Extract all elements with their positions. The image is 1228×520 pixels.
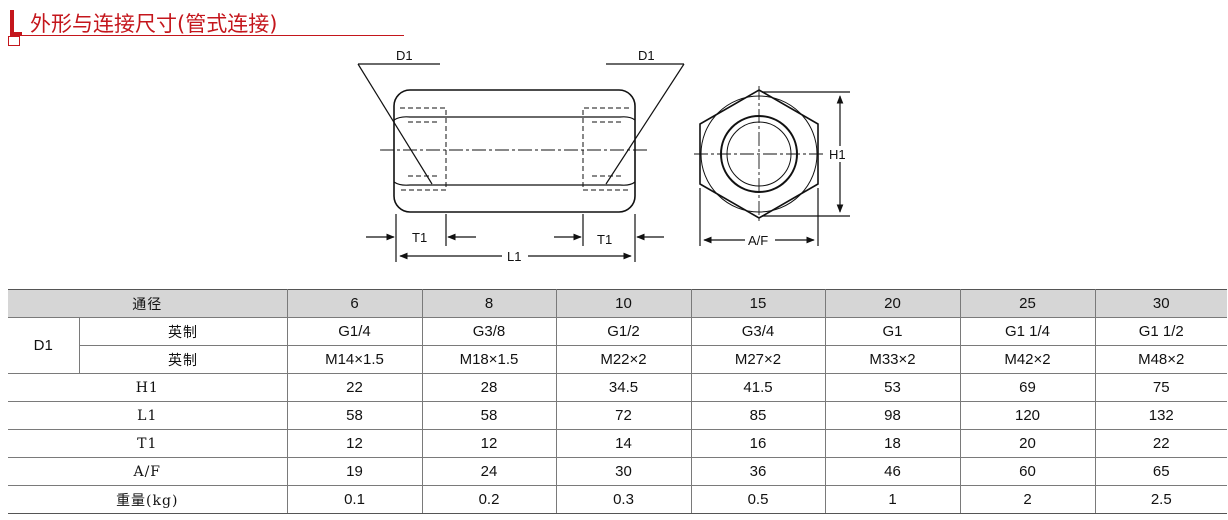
table-cell: 2.5: [1094, 485, 1227, 514]
table-header-cell: 10: [555, 289, 692, 318]
table-cell: 65: [1094, 457, 1227, 486]
table-cell: M33×2: [824, 345, 961, 374]
table-cell: G1/2: [555, 317, 692, 346]
table-cell: 98: [824, 401, 961, 430]
row-label: H1: [8, 373, 288, 402]
table-cell: 22: [286, 373, 423, 402]
section-marker-icon: [8, 10, 22, 46]
table-header-cell: 6: [286, 289, 423, 318]
table-cell: G1 1/4: [959, 317, 1096, 346]
table-cell: 58: [286, 401, 423, 430]
table-cell: 36: [690, 457, 826, 486]
table-cell: M27×2: [690, 345, 826, 374]
table-cell: M42×2: [959, 345, 1096, 374]
t1-right-label: T1: [597, 232, 612, 247]
row-label: 重量(kg): [8, 485, 288, 514]
table-cell: 41.5: [690, 373, 826, 402]
table-cell: 14: [555, 429, 692, 458]
row-label: L1: [8, 401, 288, 430]
table-cell: 19: [286, 457, 423, 486]
table-row: A/F 19 24 30 36 46 60 65: [8, 457, 1227, 486]
table-cell: 1: [824, 485, 961, 514]
table-cell: G1: [824, 317, 961, 346]
t1-left-label: T1: [412, 230, 427, 245]
dimension-drawing: D1 D1 H1 T1 T1 L1 A/F: [357, 48, 852, 264]
table-cell: M14×1.5: [286, 345, 423, 374]
table-header-cell: 20: [824, 289, 961, 318]
table-cell: 18: [824, 429, 961, 458]
table-cell: 85: [690, 401, 826, 430]
table-cell: 24: [421, 457, 557, 486]
dimensions-table: 通径 6 8 10 15 20 25 30 D1 英制 G1/4 G3/8 G1…: [8, 289, 1227, 514]
table-cell: 120: [959, 401, 1096, 430]
table-header-cell: 8: [421, 289, 557, 318]
table-cell: M22×2: [555, 345, 692, 374]
table-cell: 34.5: [555, 373, 692, 402]
h1-label: H1: [829, 147, 846, 162]
table-cell: 53: [824, 373, 961, 402]
section-underline: [22, 35, 404, 36]
row-label: T1: [8, 429, 288, 458]
af-label: A/F: [748, 233, 768, 248]
table-header-cell: 15: [690, 289, 826, 318]
table-cell: 46: [824, 457, 961, 486]
table-cell: 2: [959, 485, 1096, 514]
table-cell: G1 1/2: [1094, 317, 1227, 346]
table-cell: 0.1: [286, 485, 423, 514]
l1-label: L1: [507, 249, 521, 264]
d1-left-label: D1: [396, 48, 413, 63]
table-row: 英制 M14×1.5 M18×1.5 M22×2 M27×2 M33×2 M42…: [8, 345, 1227, 374]
table-cell: 0.5: [690, 485, 826, 514]
table-cell: 28: [421, 373, 557, 402]
d1-right-label: D1: [638, 48, 655, 63]
section-title: 外形与连接尺寸(管式连接): [30, 12, 278, 36]
table-cell: 0.2: [421, 485, 557, 514]
table-cell: 22: [1094, 429, 1227, 458]
table-cell: G1/4: [286, 317, 423, 346]
header-label-bore: 通径: [8, 289, 288, 318]
table-cell: 72: [555, 401, 692, 430]
table-cell: 132: [1094, 401, 1227, 430]
table-cell: 60: [959, 457, 1096, 486]
table-cell: 0.3: [555, 485, 692, 514]
table-cell: 16: [690, 429, 826, 458]
table-cell: M48×2: [1094, 345, 1227, 374]
row-label: 英制: [78, 317, 288, 346]
table-row: D1 英制 G1/4 G3/8 G1/2 G3/4 G1 G1 1/4 G1 1…: [8, 317, 1227, 374]
table-cell: 12: [421, 429, 557, 458]
table-row: T1 12 12 14 16 18 20 22: [8, 429, 1227, 458]
table-header-row: 通径 6 8 10 15 20 25 30: [8, 289, 1227, 318]
table-header-cell: 25: [959, 289, 1096, 318]
row-group-d1: D1: [8, 317, 80, 374]
row-label: 英制: [78, 345, 288, 374]
section-header: 外形与连接尺寸(管式连接): [0, 0, 1228, 46]
table-cell: 75: [1094, 373, 1227, 402]
table-cell: 12: [286, 429, 423, 458]
table-cell: 58: [421, 401, 557, 430]
table-header-cell: 30: [1094, 289, 1227, 318]
table-cell: 69: [959, 373, 1096, 402]
table-row: H1 22 28 34.5 41.5 53 69 75: [8, 373, 1227, 402]
table-row: 重量(kg) 0.1 0.2 0.3 0.5 1 2 2.5: [8, 485, 1227, 514]
row-label: A/F: [8, 457, 288, 486]
table-row: L1 58 58 72 85 98 120 132: [8, 401, 1227, 430]
table-cell: G3/8: [421, 317, 557, 346]
table-cell: 30: [555, 457, 692, 486]
table-cell: M18×1.5: [421, 345, 557, 374]
table-cell: 20: [959, 429, 1096, 458]
table-cell: G3/4: [690, 317, 826, 346]
